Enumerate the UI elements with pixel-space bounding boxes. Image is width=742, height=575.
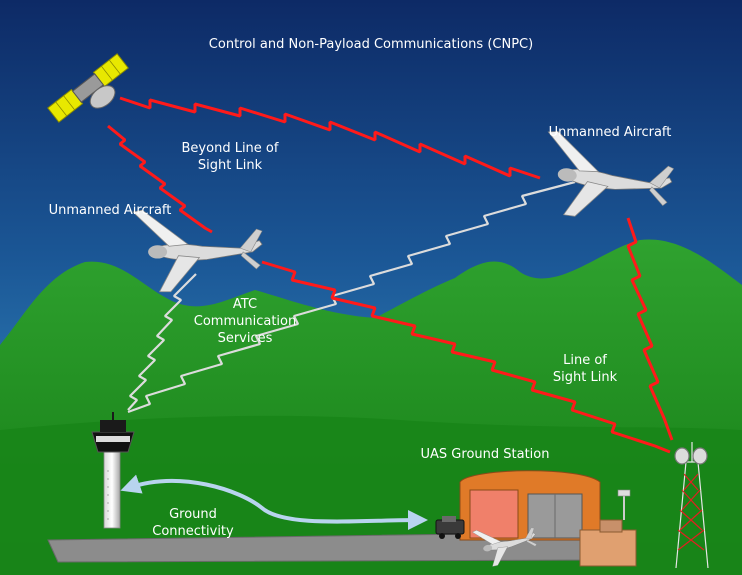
label-los-line-1: Line of — [563, 353, 607, 368]
label-ground-line-2: Connectivity — [152, 524, 234, 539]
label-unmanned-aircraft-left: Unmanned Aircraft — [48, 203, 172, 218]
diagram-title: Control and Non-Payload Communications (… — [208, 37, 534, 52]
atc-link-to-left-aircraft — [127, 273, 197, 411]
label-beyond-line-of-sight: Beyond Line of Sight Link — [150, 140, 310, 174]
satellite-to-right-aircraft-link — [119, 96, 541, 180]
right-aircraft-to-ground-tower-link — [626, 217, 674, 441]
label-unmanned-aircraft-right: Unmanned Aircraft — [548, 125, 672, 140]
label-line-of-sight: Line of Sight Link — [520, 352, 650, 386]
control-tower-icon — [91, 412, 135, 529]
label-ground-line-1: Ground — [169, 507, 217, 522]
ground-station-annex-icon — [579, 489, 637, 567]
label-los-line-2: Sight Link — [552, 370, 618, 385]
label-blos-line-2: Sight Link — [197, 158, 263, 173]
label-atc-line-3: Services — [217, 331, 273, 346]
satellite-icon — [47, 53, 129, 123]
label-uas-ground-station: UAS Ground Station — [420, 447, 550, 462]
label-atc-communication: ATC Communication Services — [170, 296, 320, 347]
ground-connectivity-arrow — [120, 474, 428, 531]
vehicle-icon — [435, 516, 465, 539]
label-blos-line-1: Beyond Line of — [181, 141, 279, 156]
radio-tower-icon — [674, 442, 709, 569]
label-atc-line-1: ATC — [232, 297, 258, 312]
satellite-to-left-aircraft-link — [107, 124, 213, 234]
label-atc-line-2: Communication — [193, 314, 297, 329]
left-aircraft-to-ground-tower-link — [261, 260, 671, 454]
label-ground-connectivity: Ground Connectivity — [128, 506, 258, 540]
cnpc-links — [107, 96, 674, 454]
ground-station-building-icon — [459, 470, 601, 541]
